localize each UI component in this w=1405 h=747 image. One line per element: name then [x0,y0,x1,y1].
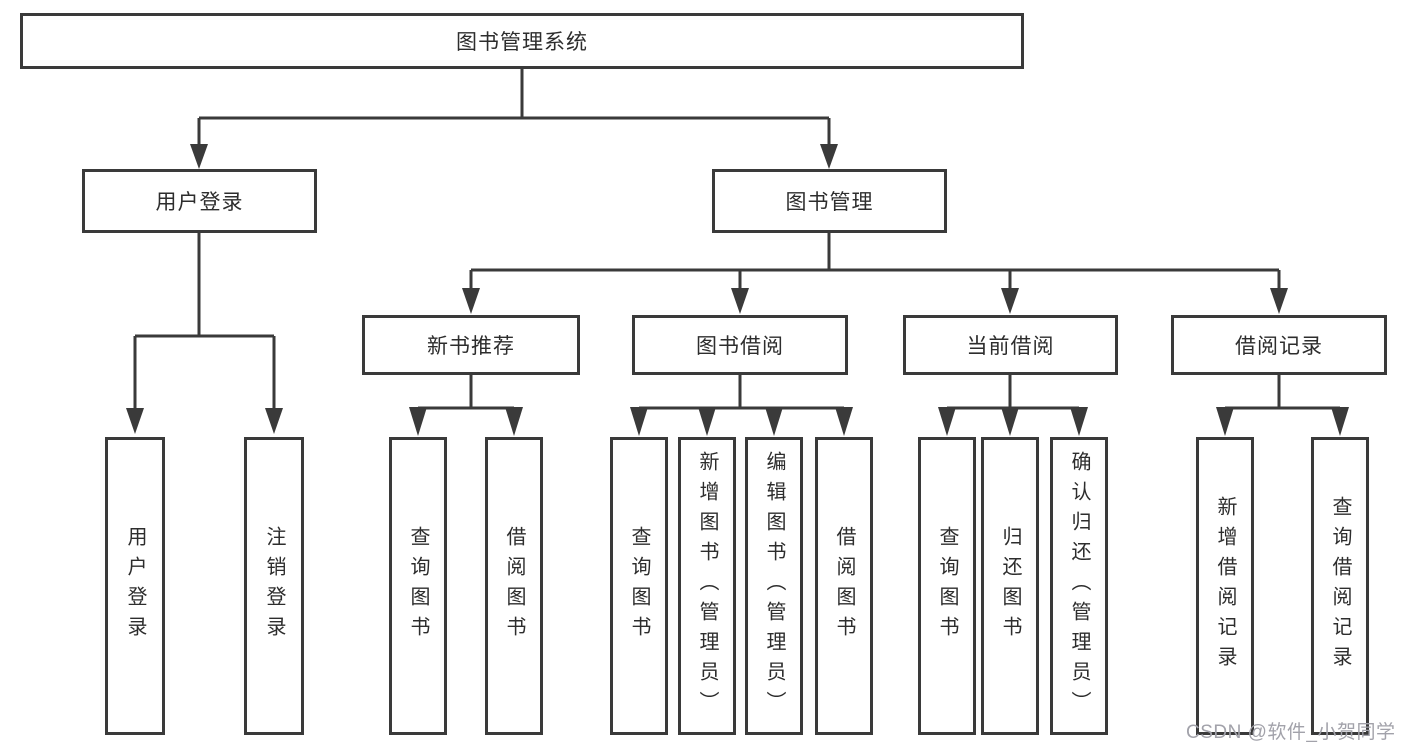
leaf-query-books-current: 查询图书 [918,437,976,735]
node-new-book-recommend-label: 新书推荐 [427,335,515,358]
leaf-user-login: 用户登录 [105,437,165,735]
leaf-confirm-return-admin-label: 确认归还（管理员） [1068,451,1090,721]
leaf-return-books: 归还图书 [981,437,1039,735]
leaf-logout-login-label: 注销登录 [263,526,285,646]
leaf-add-books-admin: 新增图书（管理员） [678,437,736,735]
leaf-query-borrow-record: 查询借阅记录 [1311,437,1369,735]
node-new-book-recommend: 新书推荐 [362,315,580,375]
arrowheads [126,144,1349,436]
leaf-query-borrow-record-label: 查询借阅记录 [1329,496,1351,676]
leaf-query-books-current-label: 查询图书 [936,526,958,646]
leaf-borrow-books-recommend-label: 借阅图书 [503,526,525,646]
leaf-add-borrow-record: 新增借阅记录 [1196,437,1254,735]
leaf-query-books-borrow-label: 查询图书 [628,526,650,646]
leaf-return-books-label: 归还图书 [999,526,1021,646]
leaf-query-books-recommend: 查询图书 [389,437,447,735]
node-root: 图书管理系统 [20,13,1024,69]
node-borrow-records-label: 借阅记录 [1235,335,1323,358]
leaf-borrow-books-recommend: 借阅图书 [485,437,543,735]
node-borrow-records: 借阅记录 [1171,315,1387,375]
leaf-query-books-borrow: 查询图书 [610,437,668,735]
node-current-borrow: 当前借阅 [903,315,1118,375]
node-book-borrow: 图书借阅 [632,315,848,375]
leaf-add-books-admin-label: 新增图书（管理员） [696,451,718,721]
leaf-confirm-return-admin: 确认归还（管理员） [1050,437,1108,735]
leaf-borrow-books-label: 借阅图书 [833,526,855,646]
node-book-borrow-label: 图书借阅 [696,335,784,358]
leaf-borrow-books: 借阅图书 [815,437,873,735]
node-user-login-label: 用户登录 [155,191,244,214]
node-user-login: 用户登录 [82,169,317,233]
node-current-borrow-label: 当前借阅 [966,335,1055,358]
leaf-query-books-recommend-label: 查询图书 [407,526,429,646]
leaf-edit-books-admin-label: 编辑图书（管理员） [763,451,785,721]
node-book-management: 图书管理 [712,169,947,233]
node-book-management-label: 图书管理 [785,191,874,214]
node-root-label: 图书管理系统 [456,31,588,54]
leaf-user-login-label: 用户登录 [124,526,146,646]
leaf-add-borrow-record-label: 新增借阅记录 [1214,496,1236,676]
csdn-watermark: CSDN @软件_小贺同学 [1186,722,1396,743]
leaf-edit-books-admin: 编辑图书（管理员） [745,437,803,735]
leaf-logout-login: 注销登录 [244,437,304,735]
